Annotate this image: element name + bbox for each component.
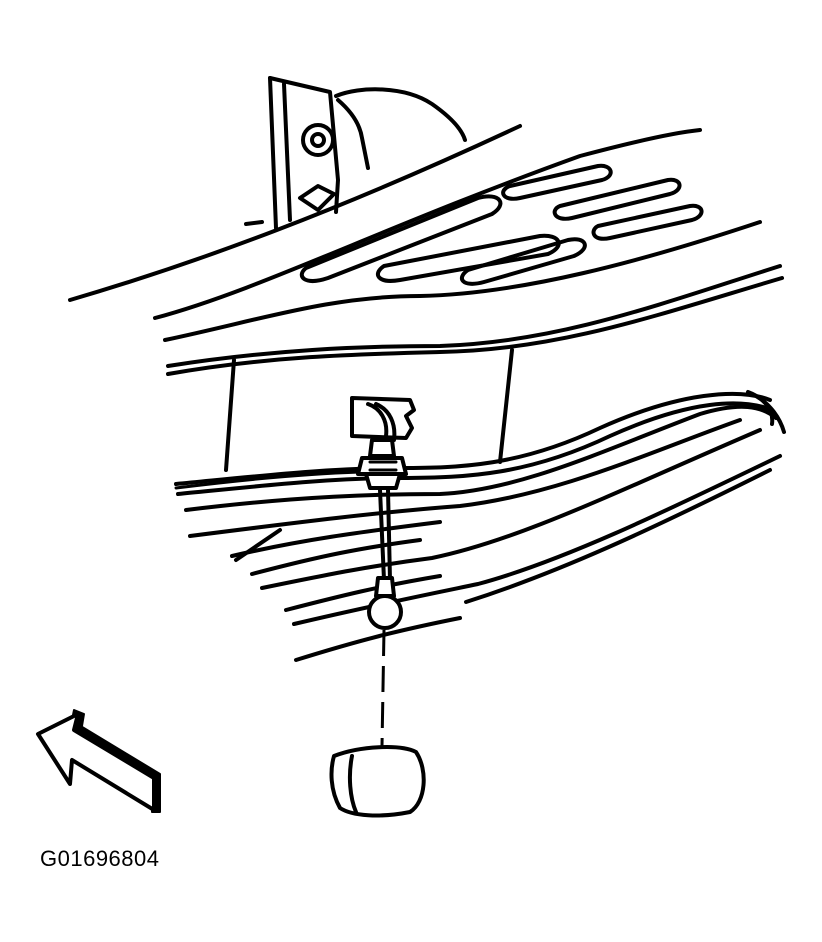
- bulb: [367, 576, 403, 630]
- bumper-upper-face: [68, 124, 784, 376]
- wire-lead: [378, 488, 392, 582]
- lamp-socket-housing: [350, 396, 416, 442]
- mounting-bracket: [244, 76, 467, 230]
- figure-id-label: G01696804: [40, 846, 160, 871]
- assembly-line: [380, 629, 386, 747]
- bumper-lower-step: [174, 390, 786, 662]
- lamp-lens: [329, 745, 426, 818]
- forward-arrow-icon: [36, 709, 161, 813]
- lamp-socket: [356, 438, 408, 490]
- bumper-fascia-sides: [224, 348, 514, 472]
